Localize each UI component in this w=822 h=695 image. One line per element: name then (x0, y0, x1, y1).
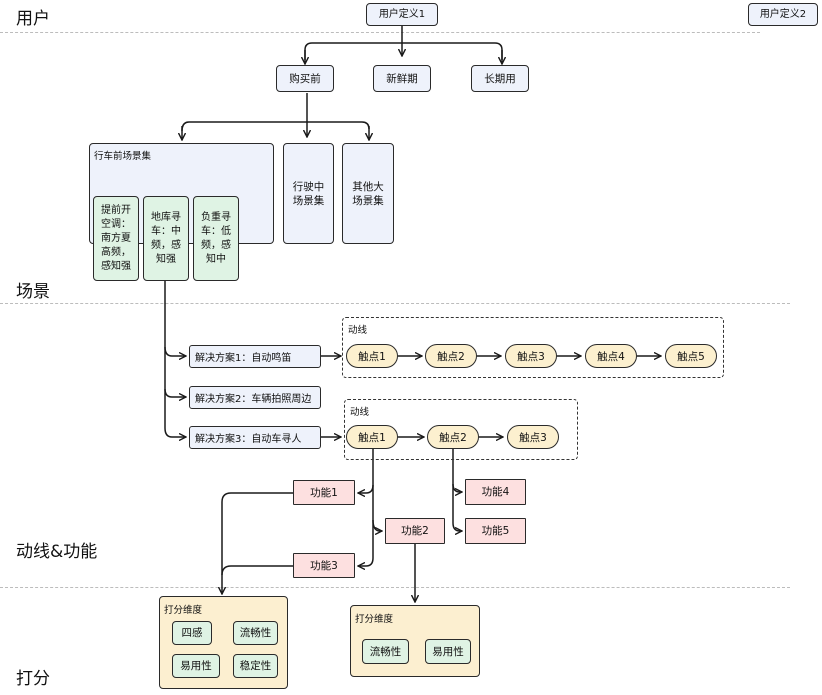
function-5[interactable]: 功能5 (465, 518, 526, 544)
scene-set-pre-drive-title: 行车前场景集 (94, 151, 152, 162)
score-dimension[interactable]: 流畅性 (233, 621, 278, 645)
score-panel-1: 打分维度 四感 流畅性 易用性 稳定性 (159, 596, 288, 689)
section-label-score: 打分 (16, 669, 50, 689)
touchpoint[interactable]: 触点2 (425, 344, 477, 368)
stage-before-purchase[interactable]: 购买前 (276, 65, 334, 92)
section-label-user: 用户 (16, 9, 50, 29)
flow-frame-2: 动线 (344, 399, 578, 460)
scene-load-find-car[interactable]: 负重寻车：低频，感知中 (193, 196, 239, 281)
score-panel-title: 打分维度 (355, 614, 394, 625)
touchpoint[interactable]: 触点1 (346, 344, 398, 368)
score-dimension[interactable]: 易用性 (172, 654, 220, 678)
section-divider (0, 32, 760, 33)
function-3[interactable]: 功能3 (293, 553, 355, 578)
user-definition-2[interactable]: 用户定义2 (748, 3, 818, 26)
stage-fresh-period[interactable]: 新鲜期 (373, 65, 431, 92)
score-dimension[interactable]: 易用性 (425, 639, 471, 664)
touchpoint[interactable]: 触点4 (585, 344, 637, 368)
touchpoint[interactable]: 触点3 (505, 344, 557, 368)
scene-set-driving[interactable]: 行驶中场景集 (283, 143, 334, 244)
solution-2[interactable]: 解决方案2：车辆拍照周边 (189, 386, 321, 409)
flow-label: 动线 (348, 325, 368, 336)
touchpoint[interactable]: 触点3 (507, 425, 559, 449)
score-dimension[interactable]: 稳定性 (233, 654, 278, 678)
function-2[interactable]: 功能2 (385, 518, 445, 544)
section-label-scene: 场景 (16, 282, 50, 302)
stage-long-term[interactable]: 长期用 (471, 65, 529, 92)
section-divider (0, 303, 790, 304)
scene-garage-find-car[interactable]: 地库寻车：中频，感知强 (143, 196, 189, 281)
score-panel-2: 打分维度 流畅性 易用性 (350, 605, 480, 677)
section-label-flow-function: 动线&功能 (16, 542, 98, 562)
flow-frame-1: 动线 (342, 317, 724, 378)
score-panel-title: 打分维度 (164, 605, 203, 616)
solution-1[interactable]: 解决方案1：自动鸣笛 (189, 345, 321, 368)
flow-label: 动线 (350, 407, 370, 418)
scene-preheat-ac[interactable]: 提前开空调：南方夏高频，感知强 (93, 196, 139, 281)
score-dimension[interactable]: 流畅性 (362, 639, 409, 664)
solution-3[interactable]: 解决方案3：自动车寻人 (189, 426, 321, 449)
scene-set-other[interactable]: 其他大场景集 (342, 143, 394, 244)
touchpoint[interactable]: 触点5 (665, 344, 717, 368)
function-1[interactable]: 功能1 (293, 480, 355, 505)
section-divider (0, 587, 790, 588)
function-4[interactable]: 功能4 (465, 479, 526, 505)
touchpoint[interactable]: 触点2 (427, 425, 479, 449)
touchpoint[interactable]: 触点1 (346, 425, 398, 449)
user-definition-1[interactable]: 用户定义1 (366, 3, 438, 26)
score-dimension[interactable]: 四感 (172, 621, 212, 645)
